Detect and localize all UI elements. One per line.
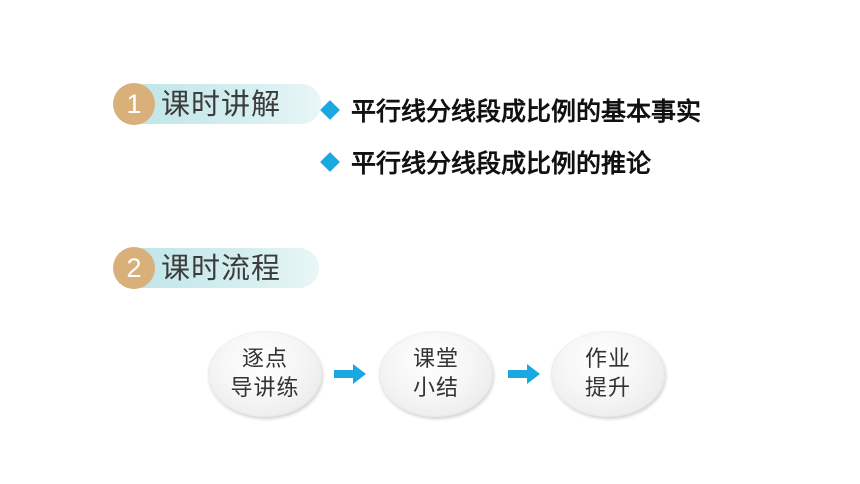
flow-step-line: 提升 — [584, 376, 631, 401]
flow-step-line: 导讲练 — [230, 376, 300, 401]
flow-step-line: 小结 — [412, 376, 459, 401]
section-title: 课时讲解 — [161, 87, 282, 121]
flow-step-pointwise-practice[interactable]: 逐点 导讲练 — [208, 331, 322, 417]
section-number-badge: 2 — [113, 247, 155, 289]
diamond-bullet-icon — [320, 152, 340, 172]
bullet-text: 平行线分线段成比例的基本事实 — [351, 97, 702, 126]
bullet-text: 平行线分线段成比例的推论 — [351, 149, 652, 178]
arrow-right-icon — [508, 364, 540, 384]
section-title: 课时流程 — [161, 251, 282, 285]
arrow-right-icon — [334, 364, 366, 384]
section-title-background — [133, 248, 319, 288]
flow-step-homework[interactable]: 作业 提升 — [551, 331, 665, 417]
flow-step-lesson-summary[interactable]: 课堂 小结 — [379, 331, 493, 417]
bullet-item[interactable]: 平行线分线段成比例的推论 — [319, 147, 652, 178]
diamond-bullet-icon — [320, 100, 340, 120]
section-number-badge: 1 — [113, 83, 155, 125]
section-title-background — [133, 84, 321, 124]
flow-step-line: 逐点 — [241, 347, 288, 372]
flow-step-line: 课堂 — [412, 347, 459, 372]
bullet-item[interactable]: 平行线分线段成比例的基本事实 — [319, 95, 702, 126]
flow-step-line: 作业 — [584, 347, 631, 372]
